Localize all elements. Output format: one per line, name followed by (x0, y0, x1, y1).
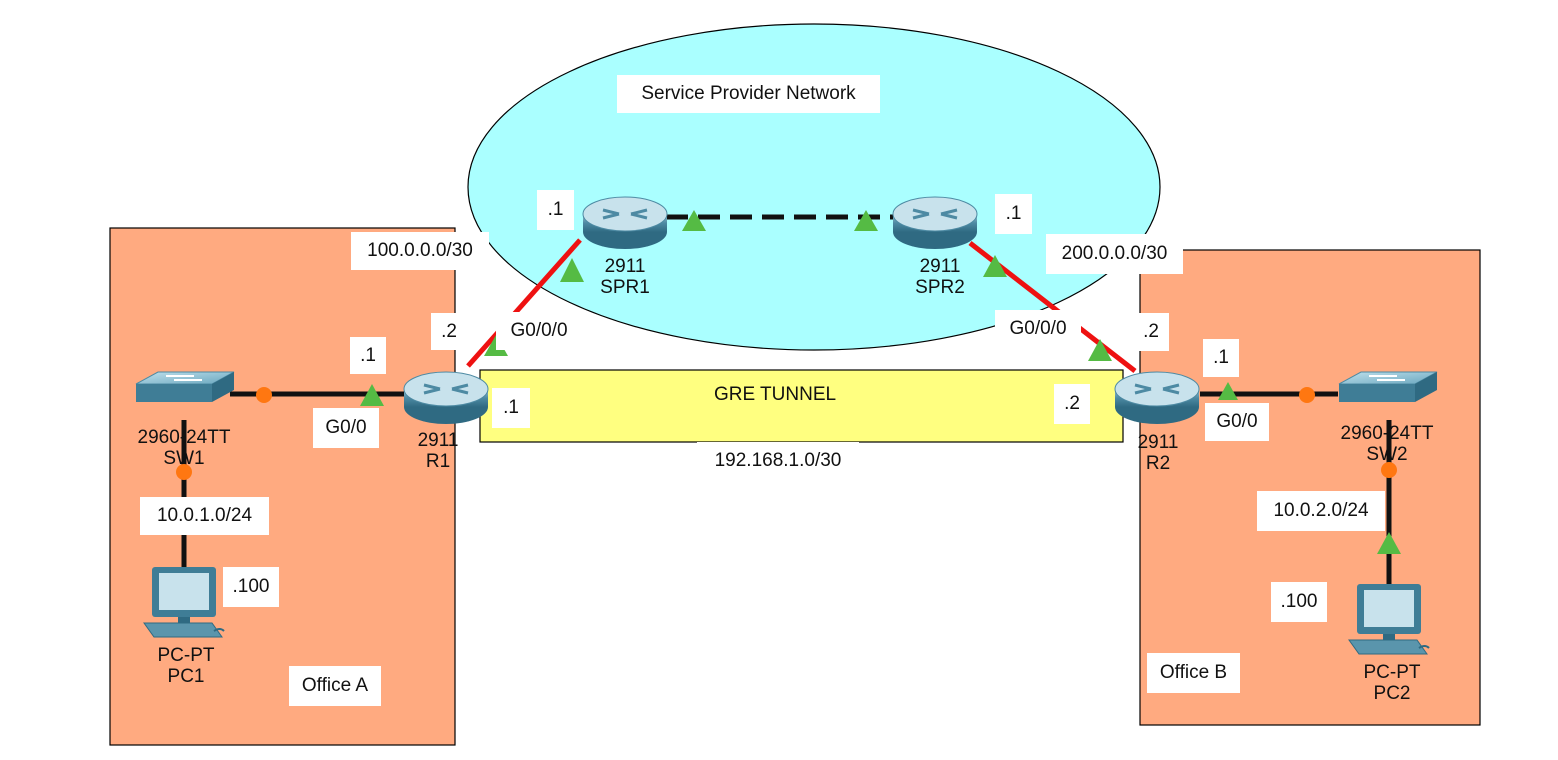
link-down-indicator (176, 464, 192, 480)
link-up-indicator (1377, 532, 1401, 554)
r2-wan-host-label: .2 (1133, 313, 1169, 351)
link-up-indicator (1218, 382, 1238, 400)
pc1-host-label: .100 (223, 567, 279, 607)
r1-wan-interface-label: G0/0/0 (496, 312, 582, 350)
link-down-indicator (1299, 387, 1315, 403)
device-model: PC-PT (157, 645, 215, 666)
link-up-indicator (854, 210, 878, 231)
router-icon[interactable] (582, 196, 668, 249)
gre-tunnel-label: GRE TUNNEL (713, 384, 837, 405)
link-up-indicator (682, 210, 706, 231)
switch-icon[interactable] (1338, 371, 1438, 402)
pc2-host-label: .100 (1271, 582, 1327, 622)
office-b-label: Office B (1147, 653, 1240, 693)
r2-device-label: 2911 R2 (1130, 432, 1186, 474)
spr1-host-label: .1 (537, 190, 574, 230)
pc2-device-label: PC-PT PC2 (1350, 662, 1434, 704)
r2-lan-host-label: .1 (1203, 339, 1239, 377)
tunnel-subnet-label: 192.168.1.0/30 (697, 442, 859, 479)
router-icon[interactable] (403, 371, 489, 424)
link-up-indicator (1088, 339, 1112, 361)
r1-tunnel-host-label: .1 (492, 388, 530, 428)
link-r1-spr1 (466, 238, 582, 368)
device-model: 2911 (417, 430, 459, 451)
lan-b-subnet-label: 10.0.2.0/24 (1257, 491, 1385, 531)
device-model: 2911 (604, 256, 646, 277)
service-provider-label: Service Provider Network (617, 75, 880, 113)
link-down-indicator (256, 387, 272, 403)
device-model: PC-PT (1363, 662, 1421, 683)
r1-device-label: 2911 R1 (408, 430, 468, 472)
device-model: 2960-24TT (137, 427, 231, 448)
device-name: PC1 (167, 666, 205, 687)
office-a-label: Office A (289, 666, 381, 706)
link-up-indicator (360, 384, 384, 406)
device-name: R2 (1145, 453, 1171, 474)
device-model: 2960-24TT (1340, 423, 1434, 444)
spr1-device-label: 2911 SPR1 (585, 256, 665, 298)
device-name: PC2 (1373, 683, 1411, 704)
r2-tunnel-host-label: .2 (1054, 384, 1090, 424)
device-name: SPR2 (915, 277, 965, 298)
router-icon[interactable] (892, 196, 978, 249)
device-model: 2911 (1137, 432, 1179, 453)
link-up-indicator (560, 258, 584, 282)
gre-tunnel-area (479, 369, 1124, 443)
pc-icon[interactable] (143, 567, 225, 638)
wan-a-subnet-label: 100.0.0.0/30 (351, 232, 489, 270)
device-name: SPR1 (600, 277, 650, 298)
device-model: 2911 (919, 256, 961, 277)
office-a-area (109, 227, 456, 746)
sw1-device-label: 2960-24TT SW1 (122, 427, 246, 469)
lan-a-subnet-label: 10.0.1.0/24 (140, 497, 269, 535)
device-name: SW2 (1366, 444, 1408, 465)
r1-lan-host-label: .1 (350, 337, 386, 374)
device-name: SW1 (163, 448, 205, 469)
pc-icon[interactable] (1348, 584, 1430, 655)
spr2-device-label: 2911 SPR2 (900, 256, 980, 298)
link-up-indicator (983, 255, 1007, 277)
switch-icon[interactable] (135, 371, 235, 402)
r1-lan-interface-label: G0/0 (313, 408, 379, 448)
router-icon[interactable] (1114, 371, 1200, 424)
r2-lan-interface-label: G0/0 (1205, 403, 1269, 441)
spr2-host-label: .1 (995, 194, 1032, 234)
device-name: R1 (425, 451, 451, 472)
link-down-indicator (1381, 462, 1397, 478)
sw2-device-label: 2960-24TT SW2 (1325, 423, 1449, 465)
service-provider-cloud (467, 23, 1161, 351)
r2-wan-interface-label: G0/0/0 (995, 310, 1081, 348)
wan-b-subnet-label: 200.0.0.0/30 (1046, 234, 1183, 274)
r1-wan-host-label: .2 (431, 313, 467, 350)
pc1-device-label: PC-PT PC1 (144, 645, 228, 687)
